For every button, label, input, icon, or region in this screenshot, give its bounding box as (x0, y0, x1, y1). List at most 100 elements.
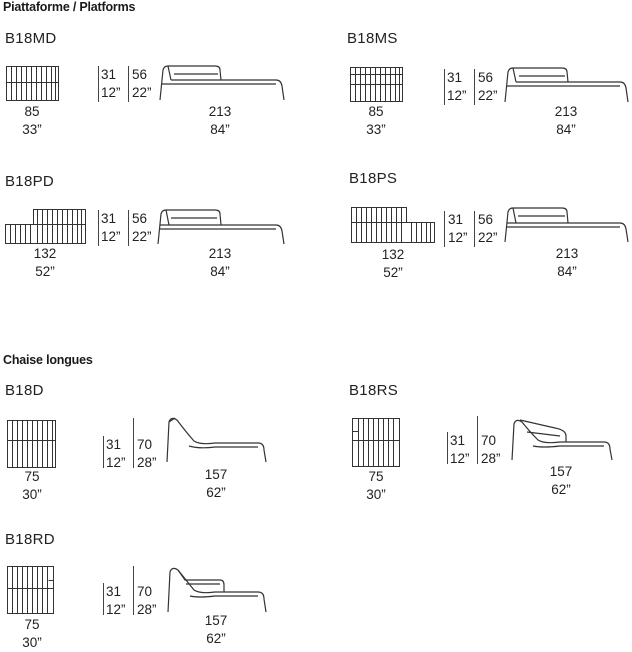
product-code-b18ps: B18PS (349, 170, 398, 187)
dim-divider (477, 416, 478, 464)
total-height-dim-b18ps: 56 22” (478, 211, 498, 247)
seat-height-cm: 31 (447, 70, 463, 85)
length-dim-b18ps: 213 84” (547, 245, 587, 281)
product-code-b18rd: B18RD (5, 531, 55, 548)
dim-divider (447, 432, 448, 464)
product-code-b18d: B18D (5, 382, 44, 399)
total-height-in: 22” (478, 88, 498, 103)
total-height-dim-b18rd: 70 28” (137, 583, 157, 619)
seat-height-dim-b18ms: 31 12” (447, 69, 467, 105)
seat-height-in: 12” (448, 230, 468, 245)
total-height-cm: 70 (137, 584, 153, 599)
total-height-cm: 70 (137, 437, 153, 452)
dim-divider (474, 69, 475, 105)
length-in: 62” (551, 482, 571, 497)
dim-divider (133, 418, 134, 468)
width-in: 33” (366, 122, 386, 137)
length-dim-b18rd: 157 62” (196, 612, 236, 648)
length-dim-b18d: 157 62” (196, 466, 236, 502)
width-cm: 85 (24, 104, 40, 119)
total-height-in: 22” (478, 230, 498, 245)
total-height-in: 28” (481, 451, 501, 466)
width-dim-b18ms: 85 33” (356, 103, 396, 139)
seat-height-dim-b18rd: 31 12” (106, 583, 126, 619)
dim-divider (98, 210, 99, 246)
seat-height-in: 12” (101, 229, 121, 244)
width-cm: 75 (24, 617, 40, 632)
width-dim-b18ps: 132 52” (373, 246, 413, 282)
width-dim-b18rd: 75 30” (12, 616, 52, 652)
dim-divider (474, 211, 475, 247)
total-height-cm: 56 (478, 70, 494, 85)
total-height-dim-b18d: 70 28” (137, 436, 157, 472)
seat-height-cm: 31 (106, 584, 122, 599)
width-in: 30” (366, 487, 386, 502)
width-cm: 75 (24, 469, 40, 484)
length-dim-b18pd: 213 84” (200, 245, 240, 281)
seat-height-in: 12” (106, 455, 126, 470)
dim-divider (444, 69, 445, 105)
total-height-in: 28” (137, 455, 157, 470)
total-height-in: 22” (132, 229, 152, 244)
width-cm: 132 (381, 247, 405, 262)
length-cm: 157 (204, 613, 228, 628)
width-dim-b18rs: 75 30” (356, 468, 396, 504)
width-dim-b18md: 85 33” (12, 103, 52, 139)
width-in: 30” (22, 635, 42, 650)
width-in: 52” (383, 265, 403, 280)
length-dim-b18ms: 213 84” (546, 103, 586, 139)
dim-divider (98, 66, 99, 102)
dim-divider (128, 66, 129, 102)
seat-height-dim-b18pd: 31 12” (101, 210, 121, 246)
width-dim-b18d: 75 30” (12, 468, 52, 504)
seat-height-dim-b18ps: 31 12” (448, 211, 468, 247)
seat-height-cm: 31 (106, 437, 122, 452)
seat-height-in: 12” (101, 85, 121, 100)
length-dim-b18md: 213 84” (200, 103, 240, 139)
length-cm: 213 (208, 104, 232, 119)
dim-divider (103, 436, 104, 468)
width-cm: 75 (368, 469, 384, 484)
chaise-section-title: Chaise longues (3, 353, 93, 367)
width-cm: 85 (368, 104, 384, 119)
width-dim-b18pd: 132 52” (25, 245, 65, 281)
platforms-section-title: Piattaforme / Platforms (3, 0, 136, 14)
total-height-cm: 56 (132, 67, 148, 82)
width-in: 52” (35, 264, 55, 279)
total-height-in: 28” (137, 602, 157, 617)
product-code-b18rs: B18RS (349, 382, 399, 399)
seat-height-in: 12” (450, 451, 470, 466)
dim-divider (133, 566, 134, 615)
width-in: 33” (22, 122, 42, 137)
seat-height-cm: 31 (450, 433, 466, 448)
dim-divider (128, 210, 129, 246)
seat-height-cm: 31 (101, 67, 117, 82)
seat-height-dim-b18md: 31 12” (101, 66, 121, 102)
total-height-cm: 56 (132, 211, 148, 226)
total-height-dim-b18rs: 70 28” (481, 432, 501, 468)
total-height-dim-b18md: 56 22” (132, 66, 152, 102)
length-in: 62” (206, 631, 226, 646)
product-code-b18ms: B18MS (347, 30, 398, 47)
length-in: 62” (206, 485, 226, 500)
seat-height-dim-b18rs: 31 12” (450, 432, 470, 468)
length-cm: 157 (549, 464, 573, 479)
total-height-dim-b18ms: 56 22” (478, 69, 498, 105)
length-dim-b18rs: 157 62” (541, 463, 581, 499)
length-in: 84” (210, 122, 230, 137)
length-in: 84” (210, 264, 230, 279)
width-in: 30” (22, 487, 42, 502)
length-cm: 213 (554, 104, 578, 119)
